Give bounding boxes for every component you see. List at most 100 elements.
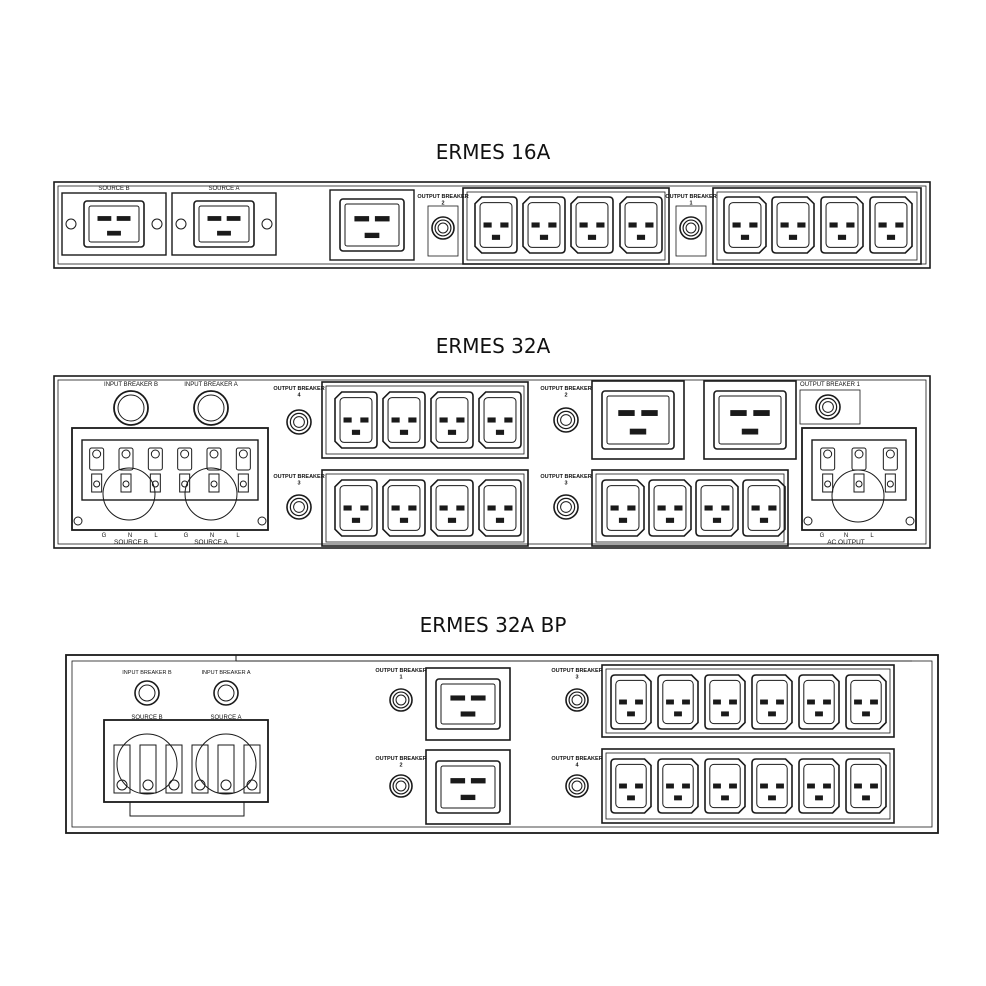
svg-text:4: 4 bbox=[575, 763, 579, 769]
svg-text:OUTPUT BREAKER: OUTPUT BREAKER bbox=[375, 756, 426, 762]
svg-text:OUTPUT BREAKER: OUTPUT BREAKER bbox=[551, 756, 602, 762]
svg-text:3: 3 bbox=[575, 675, 578, 681]
c13-outlet-32a-g4-3 bbox=[430, 391, 474, 449]
breaker-output-4-32a bbox=[286, 409, 312, 435]
c13-outlet-16a-g1-2 bbox=[771, 196, 815, 254]
c13-outlet-bp-g4-5 bbox=[798, 758, 840, 814]
breaker-output-2-32a bbox=[553, 407, 579, 433]
breaker-input-b-32a bbox=[113, 390, 149, 426]
breaker-output-3-bp bbox=[565, 688, 589, 712]
c13-outlet-16a-g2-3 bbox=[570, 196, 614, 254]
svg-text:OUTPUT BREAKER: OUTPUT BREAKER bbox=[540, 474, 591, 480]
c13-outlet-bp-g3-1 bbox=[610, 674, 652, 730]
label-source-b-32a: SOURCE B bbox=[114, 539, 148, 546]
svg-text:2: 2 bbox=[399, 763, 402, 769]
input-terminals-32a bbox=[81, 439, 259, 501]
c20-inlet-source-b bbox=[83, 200, 145, 248]
title-ermes-32a-bp: ERMES 32A BP bbox=[419, 613, 567, 637]
title-ermes-16a: ERMES 16A bbox=[435, 140, 551, 164]
c13-outlet-16a-g1-3 bbox=[820, 196, 864, 254]
label-input-breaker-a-bp: INPUT BREAKER A bbox=[201, 670, 250, 676]
label-source-a-32a: SOURCE A bbox=[194, 539, 228, 546]
label-source-b: SOURCE B bbox=[98, 186, 129, 192]
c13-outlet-32a-g1-1 bbox=[601, 479, 645, 537]
label-l-b: L bbox=[154, 533, 158, 539]
c20-inlet-source-a bbox=[193, 200, 255, 248]
svg-text:2: 2 bbox=[564, 393, 567, 399]
svg-text:3: 3 bbox=[564, 481, 567, 487]
breaker-output-3r-32a bbox=[553, 494, 579, 520]
label-l-a: L bbox=[236, 533, 240, 539]
label-n-a: N bbox=[210, 533, 214, 539]
c13-outlet-bp-g4-4 bbox=[751, 758, 793, 814]
c13-outlet-bp-g3-5 bbox=[798, 674, 840, 730]
svg-text:OUTPUT BREAKER: OUTPUT BREAKER bbox=[417, 194, 468, 200]
svg-text:OUTPUT BREAKER: OUTPUT BREAKER bbox=[375, 668, 426, 674]
c13-outlet-32a-g1-3 bbox=[695, 479, 739, 537]
c13-outlet-bp-g3-2 bbox=[657, 674, 699, 730]
svg-text:OUTPUT BREAKER: OUTPUT BREAKER bbox=[540, 386, 591, 392]
label-l-ac: L bbox=[870, 533, 874, 539]
svg-text:OUTPUT BREAKER: OUTPUT BREAKER bbox=[551, 668, 602, 674]
label-source-a-bp: SOURCE A bbox=[210, 715, 241, 721]
label-source-b-bp: SOURCE B bbox=[131, 715, 162, 721]
c19-outlet-16a bbox=[339, 198, 405, 252]
label-n-b: N bbox=[128, 533, 132, 539]
label-g-a: G bbox=[184, 533, 189, 539]
c13-outlet-bp-g4-6 bbox=[845, 758, 887, 814]
c13-outlet-32a-g1-2 bbox=[648, 479, 692, 537]
c13-outlet-32a-g4-2 bbox=[382, 391, 426, 449]
c13-outlet-32a-g3-1 bbox=[334, 479, 378, 537]
breaker-output-1-bp bbox=[389, 688, 413, 712]
label-n-ac: N bbox=[844, 533, 848, 539]
c13-outlet-bp-g4-2 bbox=[657, 758, 699, 814]
input-terminal-block-bp: SOURCE B SOURCE A bbox=[103, 715, 269, 817]
breaker-output-2-16a bbox=[431, 216, 455, 240]
label-g-b: G bbox=[102, 533, 107, 539]
svg-text:1: 1 bbox=[399, 675, 402, 681]
c13-outlet-bp-g4-3 bbox=[704, 758, 746, 814]
input-terminal-block-32a: G N L G N L SOURCE B SOURCE A bbox=[71, 427, 269, 546]
title-ermes-32a: ERMES 32A bbox=[435, 334, 551, 358]
breaker-input-b-bp bbox=[134, 680, 160, 706]
c13-outlet-16a-g2-1 bbox=[474, 196, 518, 254]
breaker-output-1-16a bbox=[679, 216, 703, 240]
label-input-breaker-b-bp: INPUT BREAKER B bbox=[122, 670, 172, 676]
c13-outlet-32a-g4-4 bbox=[478, 391, 522, 449]
svg-text:3: 3 bbox=[297, 481, 300, 487]
c13-outlet-32a-g4-1 bbox=[334, 391, 378, 449]
c13-outlet-32a-g1-4 bbox=[742, 479, 786, 537]
c19-outlet-32a-2 bbox=[601, 390, 675, 450]
svg-text:2: 2 bbox=[441, 201, 444, 207]
c13-outlet-16a-g1-4 bbox=[869, 196, 913, 254]
svg-text:OUTPUT BREAKER: OUTPUT BREAKER bbox=[273, 386, 324, 392]
ac-output-terminals-32a bbox=[811, 439, 907, 501]
c19-outlet-32a-1 bbox=[713, 390, 787, 450]
label-g-ac: G bbox=[820, 533, 825, 539]
breaker-output-4-bp bbox=[565, 774, 589, 798]
inlet-source-b: SOURCE B bbox=[61, 186, 167, 256]
c13-outlet-bp-g3-6 bbox=[845, 674, 887, 730]
svg-text:4: 4 bbox=[297, 393, 301, 399]
c13-outlet-32a-g3-2 bbox=[382, 479, 426, 537]
breaker-output-1-32a bbox=[815, 394, 841, 420]
c19-outlet-bp-1 bbox=[435, 678, 501, 730]
label-input-breaker-b-32a: INPUT BREAKER B bbox=[104, 382, 158, 388]
label-input-breaker-a-32a: INPUT BREAKER A bbox=[184, 382, 238, 388]
label-source-a: SOURCE A bbox=[208, 186, 239, 192]
breaker-output-3-32a bbox=[286, 494, 312, 520]
breaker-input-a-bp bbox=[213, 680, 239, 706]
